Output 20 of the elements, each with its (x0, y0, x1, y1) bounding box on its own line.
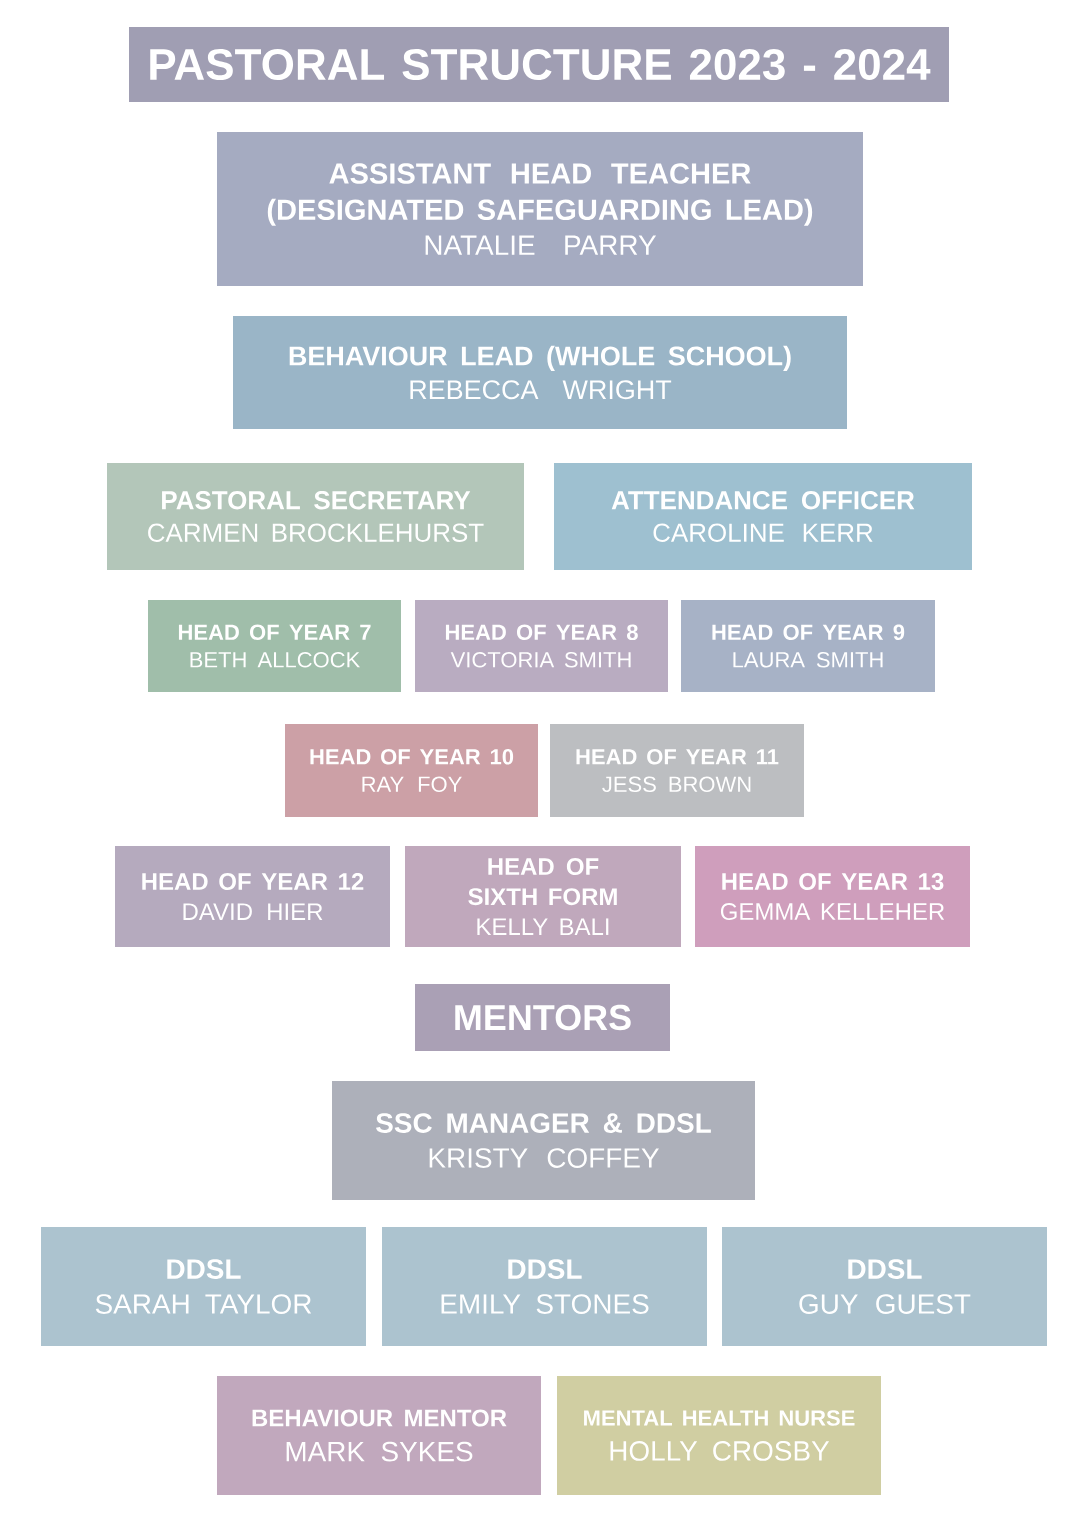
role-box: HEAD OF YEAR 8 VICTORIA SMITH (415, 600, 668, 692)
role-box: DDSL EMILY STONES (382, 1227, 707, 1346)
role-box: ASSISTANT HEAD TEACHER (DESIGNATED SAFEGUARDING LEAD) NATALIE PARRY (217, 132, 863, 286)
role-box: PASTORAL SECRETARY CARMEN BROCKLEHURST (107, 463, 524, 570)
role-box: DDSL SARAH TAYLOR (41, 1227, 366, 1346)
role-box: HEAD OF SIXTH FORM KELLY BALI (405, 846, 681, 947)
role-box: BEHAVIOUR LEAD (WHOLE SCHOOL) REBECCA WRIGHT (233, 316, 847, 429)
role-box: HEAD OF YEAR 11 JESS BROWN (550, 724, 804, 817)
role-box: MENTORS (415, 984, 670, 1051)
role-box: MENTAL HEALTH NURSE HOLLY CROSBY (557, 1376, 881, 1495)
role-box: BEHAVIOUR MENTOR MARK SYKES (217, 1376, 541, 1495)
role-box: HEAD OF YEAR 9 LAURA SMITH (681, 600, 935, 692)
role-box: DDSL GUY GUEST (722, 1227, 1047, 1346)
title-banner: PASTORAL STRUCTURE 2023 - 2024 (129, 27, 949, 102)
role-box: HEAD OF YEAR 13 GEMMA KELLEHER (695, 846, 970, 947)
role-box: SSC MANAGER & DDSL KRISTY COFFEY (332, 1081, 755, 1200)
role-box: HEAD OF YEAR 7 BETH ALLCOCK (148, 600, 401, 692)
role-box: ATTENDANCE OFFICER CAROLINE KERR (554, 463, 972, 570)
role-box: HEAD OF YEAR 12 DAVID HIER (115, 846, 390, 947)
role-box: HEAD OF YEAR 10 RAY FOY (285, 724, 538, 817)
